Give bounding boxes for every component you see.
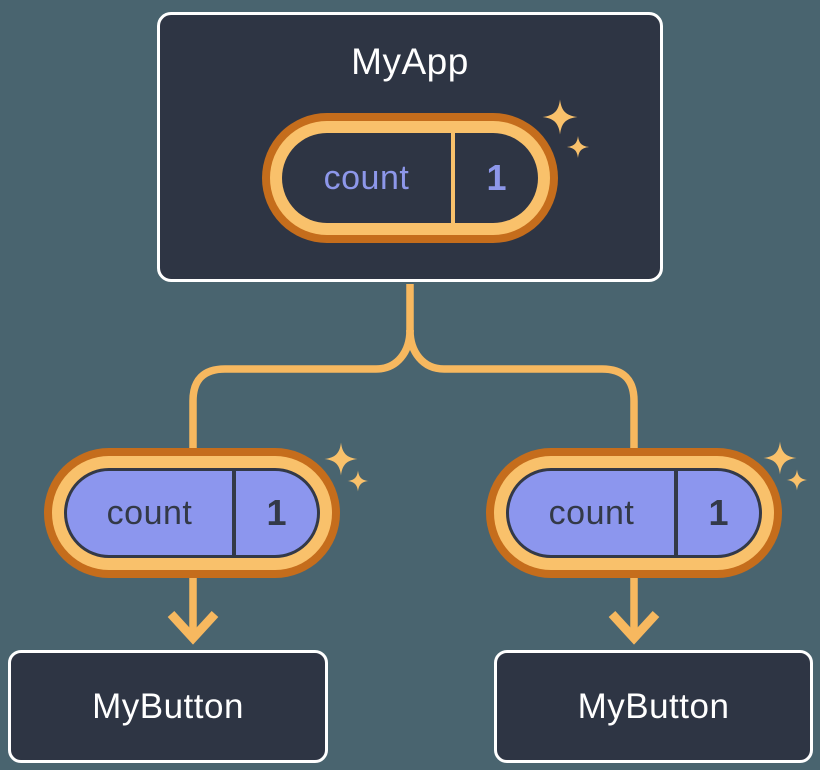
state-pill-root: count 1 <box>262 113 558 243</box>
prop-pill-left: count 1 <box>44 448 340 578</box>
component-title: MyButton <box>577 686 730 726</box>
prop-value: 1 <box>232 471 317 555</box>
prop-pill-right: count 1 <box>486 448 782 578</box>
component-node-child-left: MyButton <box>8 650 328 763</box>
component-node-child-right: MyButton <box>494 650 813 763</box>
arrowhead-left-icon <box>167 610 219 645</box>
prop-pill-ring: count 1 <box>52 456 332 570</box>
prop-pill-body: count 1 <box>64 468 320 558</box>
state-label: count <box>323 158 410 197</box>
prop-pill-ring: count 1 <box>494 456 774 570</box>
state-value: 1 <box>450 133 538 223</box>
sparkle-icon <box>324 442 358 476</box>
prop-label: count <box>548 493 635 532</box>
sparkle-icon <box>786 469 808 491</box>
sparkle-icon <box>347 470 369 492</box>
state-pill-body: count 1 <box>282 133 538 223</box>
prop-value: 1 <box>674 471 759 555</box>
component-node-root: MyApp count 1 <box>157 12 663 282</box>
prop-pill-body: count 1 <box>506 468 762 558</box>
state-pill-ring: count 1 <box>270 121 550 235</box>
component-title: MyApp <box>351 41 469 82</box>
component-title: MyButton <box>92 686 244 726</box>
sparkle-icon <box>763 441 797 475</box>
arrowhead-right-icon <box>608 610 660 645</box>
prop-label: count <box>106 493 193 532</box>
